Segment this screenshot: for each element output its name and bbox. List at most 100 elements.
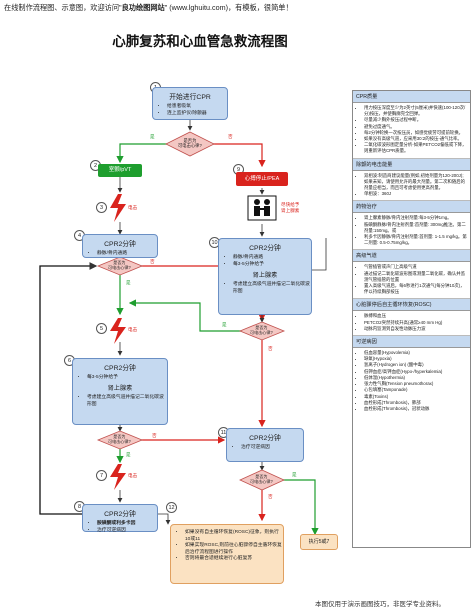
no-label: 否: [150, 259, 155, 264]
step-start-cpr: 开始进行CPR 给患者吸氧连上监护仪/除颤器: [152, 87, 228, 120]
no-label: 否: [268, 494, 273, 499]
list-item: 治疗可逆病因: [241, 444, 303, 451]
section-header: 除颤的电击能量: [353, 158, 470, 171]
section-header: CPR质量: [353, 91, 470, 103]
list-item: PETCO2突然持续升高(通常≥40 mm Hg): [364, 320, 467, 326]
step-number: 3: [96, 202, 107, 213]
section-body: 气管插管或声门上高级气道 通过描记二氧化碳波形图或测量二氧化碳，确认并监测气管插…: [353, 262, 470, 300]
list-item: 如果没有自主循环恢复(ROSC)征象，则执行10或11: [185, 530, 283, 543]
no-label: 否: [268, 346, 273, 351]
yes-label: 是: [222, 322, 227, 327]
list-item: 治疗可逆病因: [97, 527, 157, 534]
decision-label: 是否为 可电击心律?: [108, 434, 131, 444]
step-cpr-epinephrine: CPR2分钟 每3-5分钟给予 肾上腺素 考虑建立高级气道并描记二氧化碳波形图: [72, 358, 168, 425]
step-number: 7: [96, 470, 107, 481]
list-item: 考虑建立高级气道并描记二氧化碳波形图: [87, 394, 167, 408]
list-item: 如果没有高级气道，应采用30:2的按压-通气比率。: [364, 136, 467, 142]
step-title: 开始进行CPR: [169, 94, 211, 101]
no-label: 否: [152, 433, 157, 438]
shock-label: 电击: [128, 327, 138, 332]
list-item: 每3-5分钟给予: [233, 261, 311, 268]
page-title: 心肺复苏和心血管急救流程图: [112, 34, 288, 49]
decision-label: 是否为 可电击心律?: [250, 325, 273, 335]
list-item: 否则将最合适继续进行心脏复苏: [185, 556, 283, 563]
list-item: 低钾血症/高钾血症(Hypo-/hyperkalemia): [364, 369, 467, 375]
step-title: CPR2分钟: [249, 245, 281, 252]
list-item: 双相波:制造商建议能量(例如,初始剂量为120-200J);如果未知，请使用允许…: [364, 173, 467, 192]
list-item: 用力按压深度至少为2英寸(5厘米)并快速(100-120次/分)按压，并使胸廓完…: [364, 105, 467, 117]
step-cpr-antiarrhythmic: CPR2分钟 胺碘酮或利多卡因治疗可逆病因: [82, 504, 158, 534]
list-item: 胺碘酮静脉/骨内注射剂量:首剂量: 300mg推注。第二剂量:150mg。或: [364, 222, 467, 234]
decision-label: 是否为 可电击心律?: [250, 474, 273, 484]
list-item: 每2分钟轮换一次按压员，如感觉疲劳可提前轮换。: [364, 130, 467, 136]
top-banner: 在线制作流程图、示意图，欢迎访问"良功绘图网站" (www.lghuitu.co…: [4, 3, 293, 12]
no-label: 否: [228, 134, 233, 139]
shock-label: 电击: [128, 473, 138, 478]
drug-title: 肾上腺素: [107, 385, 133, 392]
step-vf-pvt: 室颤/pVT: [98, 164, 142, 177]
list-item: 胺碘酮或利多卡因: [97, 520, 157, 527]
list-item: 低血容量(Hypovolemia): [364, 350, 467, 356]
list-item: 低体温(Hypothermia): [364, 375, 467, 381]
list-item: 静脉/骨内通路: [97, 250, 157, 257]
step-title: CPR2分钟: [104, 365, 136, 372]
step-number: 5: [96, 323, 107, 334]
decision-label: 是否为 可电击心律?: [108, 260, 131, 270]
yes-label: 是: [126, 452, 131, 457]
decision-diamond: [165, 131, 215, 157]
yes-label: 是: [150, 134, 155, 139]
list-item: 尽量减少胸外按压过程中断。: [364, 117, 467, 123]
section-header: 心脏骤停后自主循环恢复(ROSC): [353, 299, 470, 312]
list-item: 考虑建立高级气道并描记二氧化碳波形图: [233, 281, 311, 295]
list-item: 利多卡因静脉/骨内注射剂量:首剂量: 1-1.5 mg/kg。第二剂量: 0.5…: [364, 234, 467, 246]
section-header: 可逆病因: [353, 336, 470, 349]
list-item: 二氧化碳波形图定量分析-如果PETCO2偏低或下降，则重新评估CPR质量。: [364, 142, 467, 154]
step-title: CPR2分钟: [249, 435, 281, 442]
section-body: 低血容量(Hypovolemia) 缺氧(Hypoxia) 氢离子(Hydrog…: [353, 348, 470, 415]
list-item: 氢离子(Hydrogen ion) (酸中毒): [364, 362, 467, 368]
epinephrine-note: 尽快给予 肾上腺素: [281, 202, 300, 213]
step-title: CPR2分钟: [104, 511, 136, 518]
list-item: 置入高级气道后，每6秒进行1次通气(每分钟10次)，伴以持续胸部按压: [364, 283, 467, 295]
shock-label: 电击: [128, 205, 138, 210]
list-item: 每3-5分钟给予: [87, 374, 167, 381]
list-item: 连上监护仪/除颤器: [167, 110, 227, 117]
section-body: 肾上腺素静脉/骨内注射剂量:每3-5分钟1mg。 胺碘酮静脉/骨内注射剂量:首剂…: [353, 213, 470, 251]
section-header: 高级气道: [353, 250, 470, 263]
list-item: 通过描记二氧化碳波形图或测量二氧化碳，确认并监测气管插管的位置: [364, 271, 467, 283]
decision-label: 是否为 可电击心律?: [178, 138, 202, 148]
list-item: 脉搏和血压: [364, 313, 467, 319]
list-item: 缺氧(Hypoxia): [364, 356, 467, 362]
list-item: 血栓形成(Thrombosis)，冠状动脉: [364, 406, 467, 412]
yes-label: 是: [126, 280, 131, 285]
section-header: 药物治疗: [353, 201, 470, 214]
list-item: 肾上腺素静脉/骨内注射剂量:每3-5分钟1mg。: [364, 215, 467, 221]
list-item: 静脉/骨内通路: [233, 254, 311, 261]
step-title: CPR2分钟: [104, 241, 136, 248]
step-cpr-2min: CPR2分钟 静脉/骨内通路: [82, 234, 158, 258]
list-item: 张力性气胸(Tension pneumothorax): [364, 381, 467, 387]
footer-note: 本图仅用于演示画图技巧，非医学专业资料。: [315, 601, 445, 608]
list-item: 血栓形成(Thrombosis)，肺部: [364, 400, 467, 406]
goto-box: 执行5或7: [300, 534, 338, 550]
step-rosc-check: 如果没有自主循环恢复(ROSC)征象，则执行10或11如果实现ROSC,则前往心…: [170, 524, 284, 584]
list-item: 心包填塞(Tamponade): [364, 387, 467, 393]
list-item: 避免过度通气。: [364, 124, 467, 130]
step-cpr-reversible: CPR2分钟 治疗可逆病因: [226, 428, 304, 462]
reference-panel: CPR质量 用力按压深度至少为2英寸(5厘米)并快速(100-120次/分)按压…: [352, 90, 471, 548]
section-body: 双相波:制造商建议能量(例如,初始剂量为120-200J);如果未知，请使用允许…: [353, 171, 470, 202]
list-item: 给患者吸氧: [167, 103, 227, 110]
step-number: 12: [166, 502, 177, 513]
list-item: 气管插管或声门上高级气道: [364, 264, 467, 270]
list-item: 毒素(Toxins): [364, 394, 467, 400]
step-cpr-epinephrine-pea: CPR2分钟 静脉/骨内通路每3-5分钟给予 肾上腺素 考虑建立高级气道并描记二…: [218, 238, 312, 315]
drug-title: 肾上腺素: [252, 272, 278, 279]
list-item: 单相波：360J: [364, 191, 467, 197]
list-item: 如果实现ROSC,则前往心脏骤停自主循环恢复后治疗流程图进行操作: [185, 543, 283, 556]
section-body: 用力按压深度至少为2英寸(5厘米)并快速(100-120次/分)按压，并使胸廓完…: [353, 103, 470, 159]
step-asystole-pea: 心搏停止/PEA: [236, 172, 288, 186]
yes-label: 是: [292, 472, 297, 477]
list-item: 动脉内监测到自发性动脉压力波: [364, 326, 467, 332]
section-body: 脉搏和血压 PETCO2突然持续升高(通常≥40 mm Hg) 动脉内监测到自发…: [353, 311, 470, 337]
